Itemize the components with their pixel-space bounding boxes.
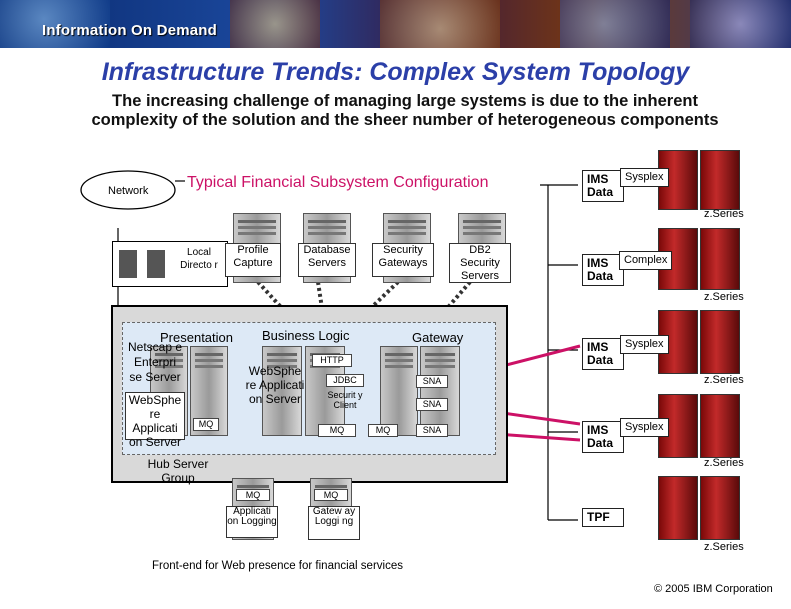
http-label: HTTP: [312, 354, 352, 367]
header-banner: [0, 0, 791, 48]
diagram-heading: Typical Financial Subsystem Configuratio…: [187, 174, 489, 191]
mainframe-label: IMS Data: [582, 421, 624, 453]
mq-logging-a: MQ: [236, 489, 270, 501]
mainframe-label: TPF: [582, 508, 624, 527]
server-label-db2: DB2 Security Servers: [449, 243, 511, 283]
zseries-label: z.Series: [704, 541, 744, 553]
presentation-label: Presentation: [160, 330, 233, 345]
copyright: © 2005 IBM Corporation: [654, 583, 773, 595]
local-directory-panel: Local Directo r: [112, 241, 228, 287]
banner-image: [380, 0, 500, 48]
websphere-left-label: WebSphe re Applicati on Server: [125, 392, 185, 449]
switch-icon: [119, 250, 137, 278]
banner-image: [0, 0, 110, 48]
banner-image: [230, 0, 320, 48]
zseries-label: z.Series: [704, 457, 744, 469]
jdbc-label: JDBC: [326, 374, 364, 387]
mq-mid-label: MQ: [318, 424, 356, 437]
mainframe-rack: [700, 310, 740, 374]
server-rack: [420, 346, 460, 436]
switch-icon: [147, 250, 165, 278]
local-directory-label: Local Directo r: [180, 247, 218, 271]
mainframe-tag: Complex: [619, 251, 673, 270]
mainframe-tag: Sysplex: [620, 335, 669, 354]
sna-label-3: SNA: [416, 424, 448, 437]
server-label-profile: Profile Capture: [225, 243, 281, 277]
mainframe-label: IMS Data: [582, 254, 624, 286]
banner-image: [560, 0, 670, 48]
sna-label-2: SNA: [416, 398, 448, 411]
banner-brand: Information On Demand: [42, 22, 218, 39]
server-label-database: Database Servers: [298, 243, 356, 277]
footer-caption: Front-end for Web presence for financial…: [152, 560, 403, 572]
mq-logging-b: MQ: [314, 489, 348, 501]
mainframe-rack: [700, 228, 740, 290]
hub-server-group-caption: Hub Server Group: [147, 457, 209, 485]
gateway-label: Gateway: [412, 330, 464, 345]
sna-label-1: SNA: [416, 375, 448, 388]
zseries-label: z.Series: [704, 374, 744, 386]
mainframe-rack: [700, 394, 740, 458]
mainframe-label: IMS Data: [582, 170, 624, 202]
business-logic-label: Business Logic: [262, 328, 350, 343]
server-rack: [380, 346, 418, 436]
mainframe-rack: [658, 228, 698, 290]
mainframe-rack: [658, 476, 698, 540]
netscape-server-label: Netscap e Enterpri se Server: [127, 340, 183, 384]
banner-image: [690, 0, 791, 48]
mainframe-tag: Sysplex: [620, 418, 669, 437]
slide-subtitle: The increasing challenge of managing lar…: [91, 92, 719, 129]
network-label: Network: [108, 185, 149, 197]
mq-left-label: MQ: [193, 418, 219, 431]
network-cloud-shape: [80, 170, 176, 210]
websphere-mid-label: WebSphe re Applicati on Server: [245, 364, 305, 406]
mq-right-label: MQ: [368, 424, 398, 437]
server-label-security: Security Gateways: [372, 243, 434, 277]
zseries-label: z.Series: [704, 208, 744, 220]
slide-title: Infrastructure Trends: Complex System To…: [101, 58, 690, 86]
mainframe-label: IMS Data: [582, 338, 624, 370]
mainframe-rack: [700, 150, 740, 210]
gateway-logging-label: Gatew ay Loggi ng: [308, 506, 360, 540]
mainframe-tag: Sysplex: [620, 168, 669, 187]
server-rack: [262, 346, 302, 436]
zseries-label: z.Series: [704, 291, 744, 303]
application-logging-label: Applicati on Logging: [226, 506, 278, 538]
security-client-label: Securit y Client: [327, 390, 363, 410]
mainframe-rack: [700, 476, 740, 540]
